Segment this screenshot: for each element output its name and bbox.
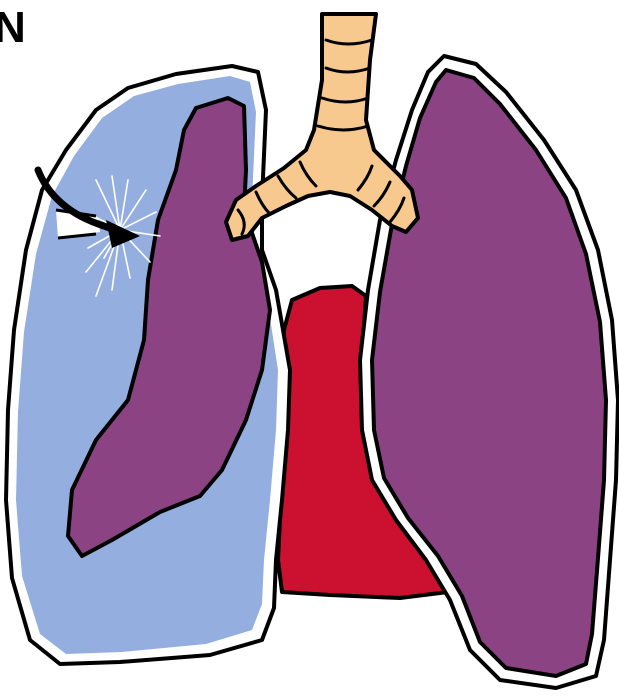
panel-label: N [0,6,26,50]
